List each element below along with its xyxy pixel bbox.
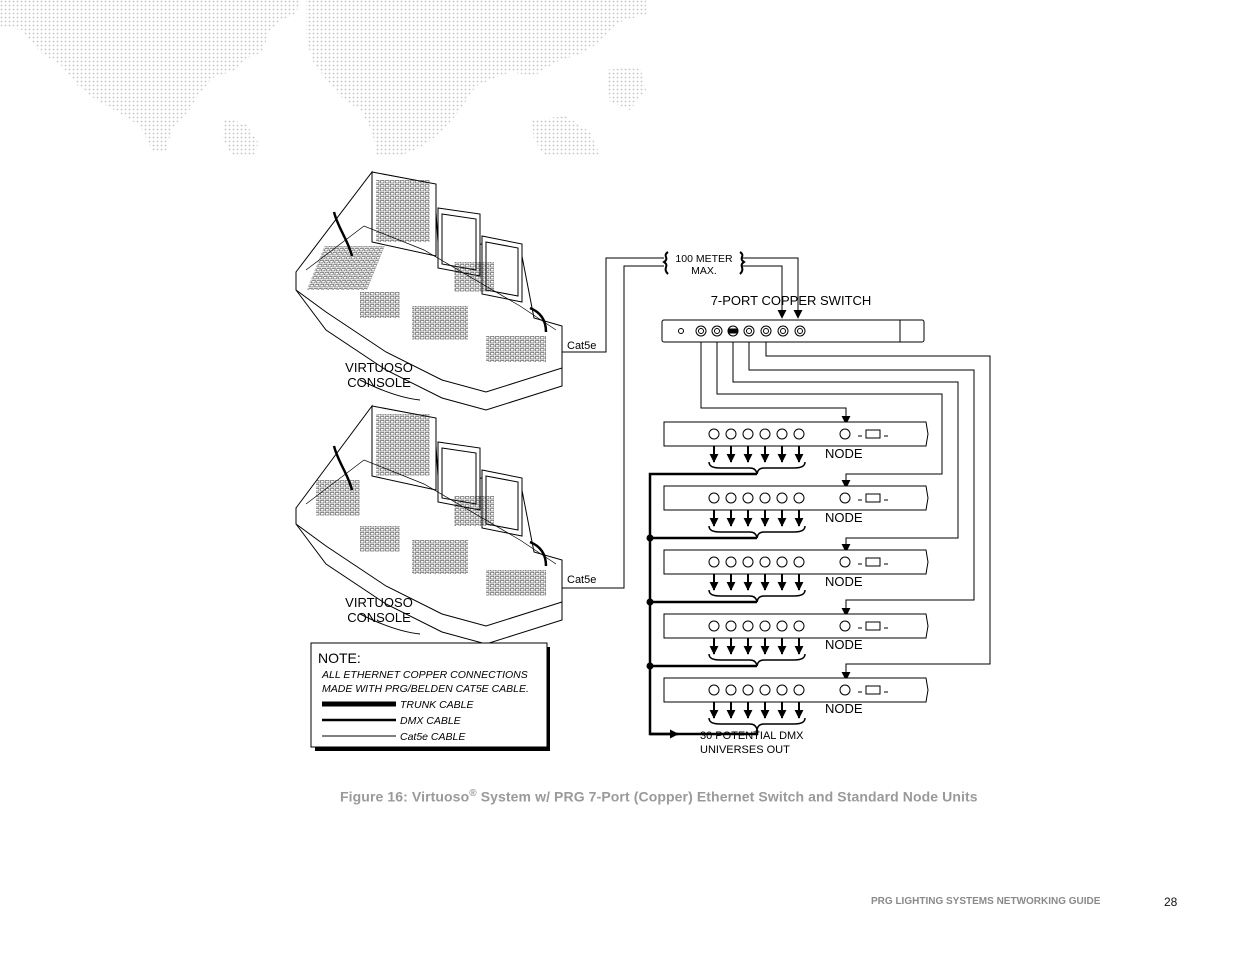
node-units	[663, 421, 929, 703]
node-5	[663, 677, 929, 703]
cat5e-label-1: Cat5e	[567, 340, 596, 352]
console-1-label-line1: VIRTUOSO	[345, 360, 413, 375]
copper-switch	[661, 319, 925, 343]
switch-node-cables	[700, 342, 991, 681]
distance-label-line1: 100 METER	[675, 253, 733, 265]
switch-label: 7-PORT COPPER SWITCH	[711, 293, 872, 308]
output-label-line1: 30 POTENTIAL DMX	[700, 730, 804, 742]
note-title: NOTE:	[318, 650, 361, 666]
console-1-label-line2: CONSOLE	[347, 375, 411, 390]
world-map-graphic	[0, 0, 646, 155]
node-1	[663, 421, 929, 447]
node-2	[663, 485, 929, 511]
page-number: 28	[1164, 895, 1178, 909]
node-3-label: NODE	[825, 574, 863, 589]
distance-brace	[662, 251, 746, 275]
output-label-line2: UNIVERSES OUT	[700, 744, 790, 756]
dmx-outputs	[708, 446, 806, 731]
footer-guide-title: PRG LIGHTING SYSTEMS NETWORKING GUIDE	[871, 896, 1101, 907]
distance-label-line2: MAX.	[691, 265, 717, 277]
node-4	[663, 613, 929, 639]
trunk-junctions	[646, 534, 654, 670]
note-line-1: ALL ETHERNET COPPER CONNECTIONS	[321, 669, 528, 681]
cat5e-cables	[562, 257, 803, 589]
legend-trunk-label: TRUNK CABLE	[400, 699, 475, 711]
node-3	[663, 549, 929, 575]
cat5e-label-2: Cat5e	[567, 574, 596, 586]
legend-dmx-label: DMX CABLE	[400, 715, 462, 727]
caption-registered-mark: ®	[469, 788, 477, 799]
node-1-label: NODE	[825, 446, 863, 461]
figure-caption: Figure 16: Virtuoso® System w/ PRG 7-Por…	[340, 788, 1100, 805]
caption-rest: System w/ PRG 7-Port (Copper) Ethernet S…	[476, 788, 978, 805]
node-4-label: NODE	[825, 637, 863, 652]
node-5-label: NODE	[825, 701, 863, 716]
note-box: NOTE: ALL ETHERNET COPPER CONNECTIONS MA…	[310, 642, 550, 751]
caption-prefix: Figure 16: Virtuoso	[340, 788, 470, 805]
console-2-label-line1: VIRTUOSO	[345, 595, 413, 610]
virtuoso-console-1	[295, 170, 563, 411]
console-2-label-line2: CONSOLE	[347, 610, 411, 625]
node-2-label: NODE	[825, 510, 863, 525]
note-line-2: MADE WITH PRG/BELDEN CAT5E CABLE.	[322, 683, 529, 695]
virtuoso-console-2	[295, 404, 563, 645]
legend-cat5e-label: Cat5e CABLE	[400, 731, 466, 743]
